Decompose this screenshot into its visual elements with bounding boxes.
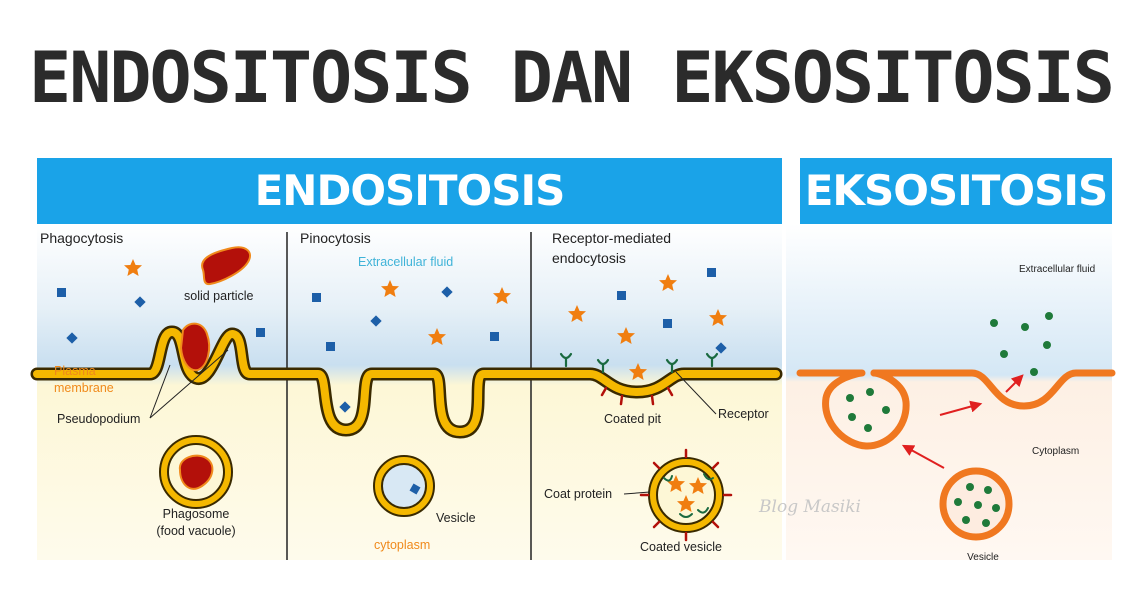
coat-proteins <box>600 386 674 406</box>
coated-vesicle-label: Coated vesicle <box>640 540 722 554</box>
phagosome <box>159 435 233 509</box>
square-molecule <box>370 315 382 327</box>
arrow <box>1005 374 1024 393</box>
vesicle-label: Vesicle <box>436 511 476 525</box>
square-molecule <box>312 293 321 302</box>
page-title: ENDOSITOSIS DAN EKSOSITOSIS <box>29 37 1115 119</box>
receptor-mediated-heading-line1: Receptor-mediated <box>552 230 671 246</box>
square-molecule <box>57 288 66 297</box>
ekso-cytoplasm-label: Cytoplasm <box>1032 446 1079 457</box>
ekso-vesicle <box>939 467 1013 541</box>
ekso-extracellular-label: Extracellular fluid <box>1019 264 1095 275</box>
phagocytosis-heading: Phagocytosis <box>40 230 123 246</box>
square-molecule <box>617 291 626 300</box>
coated-vesicle <box>639 448 733 542</box>
pseudopodium-label: Pseudopodium <box>57 412 140 426</box>
ekso-membrane <box>796 369 1116 450</box>
cytoplasm-label: cytoplasm <box>374 538 430 552</box>
pseudopodium-pointer <box>149 364 171 419</box>
engulfed-particle <box>179 322 211 372</box>
ekso-vesicle-fusing <box>846 388 890 432</box>
square-molecule <box>663 319 672 328</box>
extracellular-fluid-label: Extracellular fluid <box>358 255 453 269</box>
eksositosis-banner: EKSOSITOSIS <box>800 158 1112 224</box>
square-molecule <box>441 286 453 298</box>
receptors <box>559 352 719 374</box>
arrow <box>939 400 983 416</box>
solid-particle-label: solid particle <box>184 289 254 303</box>
released-molecules <box>990 312 1053 376</box>
ekso-vesicle-label: Vesicle <box>967 552 999 563</box>
phagosome-label-line2: (food vacuole) <box>156 524 235 538</box>
plasma-membrane-label-line2: membrane <box>54 381 114 395</box>
square-molecule <box>715 342 727 354</box>
square-molecule <box>490 332 499 341</box>
coat-protein-label: Coat protein <box>544 487 612 501</box>
pinocytosis-vesicle <box>373 455 435 517</box>
receptor-mediated-heading-line2: endocytosis <box>552 250 626 266</box>
square-molecule <box>707 268 716 277</box>
square-molecule <box>326 342 335 351</box>
receptor-pointer <box>675 371 717 415</box>
endositosis-banner: ENDOSITOSIS <box>37 158 782 224</box>
phagosome-label-line1: Phagosome <box>163 507 230 521</box>
coated-pit-label: Coated pit <box>604 412 662 426</box>
pinocytosis-heading: Pinocytosis <box>300 230 371 246</box>
arrow <box>901 444 945 469</box>
plasma-membrane <box>30 325 783 439</box>
square-molecule <box>256 328 265 337</box>
square-molecule <box>134 296 146 308</box>
coat-protein-pointer <box>623 491 651 495</box>
watermark: Blog Masiki <box>758 497 861 517</box>
solid-particle <box>201 246 251 286</box>
plasma-membrane-label-line1: Plasma <box>54 364 96 378</box>
receptor-label: Receptor <box>718 407 769 421</box>
pseudopodium-pointer <box>149 349 229 419</box>
square-molecule <box>339 401 351 413</box>
